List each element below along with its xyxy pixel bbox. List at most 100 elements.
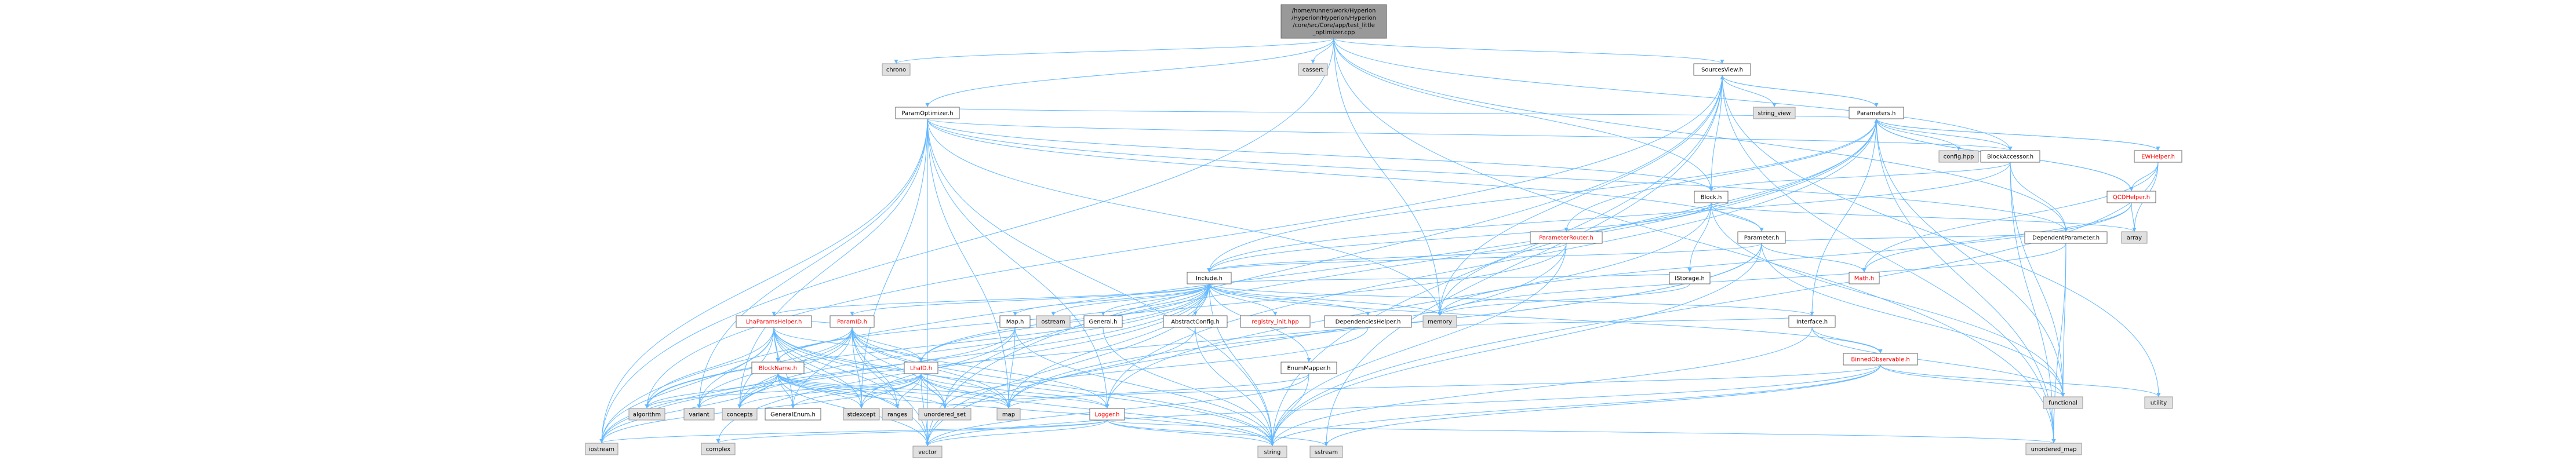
edge-paramid-to-blockname	[776, 327, 853, 363]
edge-root-to-sourcesview	[1333, 38, 1724, 64]
node-parameterrouter[interactable]: ParameterRouter.h	[1530, 231, 1603, 244]
edge-istorage-to-memory	[1438, 283, 1690, 316]
node-abstractconfig[interactable]: AbstractConfig.h	[1163, 315, 1228, 328]
node-root[interactable]: /home/runner/work/Hyperion/Hyperion/Hype…	[1280, 4, 1387, 39]
edge-lhaid-to-iostream	[599, 373, 922, 444]
node-general[interactable]: General.h	[1083, 315, 1123, 328]
node-math[interactable]: Math.h	[1849, 272, 1880, 284]
edge-interface-to-memory	[1438, 315, 1813, 328]
edge-paramoptimizer-to-parameter	[927, 118, 1764, 232]
node-box-sourcesview	[1693, 63, 1751, 76]
node-istorage[interactable]: IStorage.h	[1669, 272, 1711, 284]
node-string: string	[1257, 446, 1287, 458]
edge-paramid-to-generalenum	[791, 327, 853, 409]
node-algorithm: algorithm	[628, 408, 665, 421]
edge-paramid-to-ranges	[852, 327, 900, 409]
edge-parameters-to-config	[1876, 118, 1961, 151]
node-label-luaparamshelper: LhaParamsHelper.h	[746, 319, 802, 325]
edge-paramoptimizer-to-blockaccessor	[927, 118, 2013, 151]
edge-block-to-istorage	[1687, 202, 1712, 273]
edge-parameters-to-memory	[1438, 118, 1877, 316]
edge-enummapper-to-string	[1270, 373, 1309, 447]
node-box-abstractconfig	[1163, 315, 1228, 328]
edge-include-to-luaparamshelper	[772, 283, 1210, 316]
node-generalenum[interactable]: GeneralEnum.h	[765, 408, 821, 421]
node-box-stdexcept	[843, 408, 880, 421]
node-blockaccessor[interactable]: BlockAccessor.h	[1980, 150, 2040, 163]
node-binnedobservable[interactable]: BinnedObservable.h	[1843, 353, 1918, 366]
edge-blockname-to-variant	[697, 373, 778, 409]
node-box-generalenum	[765, 408, 821, 421]
node-dependentparameter[interactable]: DependentParameter.h	[2024, 231, 2108, 244]
node-label-generalenum: GeneralEnum.h	[770, 411, 816, 418]
edge-blockaccessor-to-unordered_map	[2010, 162, 2056, 444]
node-box-paramoptimizer	[895, 107, 960, 119]
node-label-binnedobservable: BinnedObservable.h	[1851, 356, 1909, 363]
edge-logger-to-unordered_map	[1107, 419, 2055, 444]
edge-parameter-to-math	[1761, 243, 1866, 273]
node-enummapper[interactable]: EnumMapper.h	[1280, 362, 1337, 374]
node-registry_init[interactable]: registry_init.hpp	[1240, 315, 1311, 328]
node-map_h[interactable]: Map.h	[999, 315, 1031, 328]
edge-include-to-map	[1006, 283, 1210, 409]
node-paramoptimizer[interactable]: ParamOptimizer.h	[895, 107, 960, 119]
node-box-iostream	[585, 443, 618, 455]
node-label-logger: Logger.h	[1094, 411, 1119, 418]
edge-binnedobservable-to-vector	[925, 364, 1881, 447]
edge-paramoptimizer-to-stdexcept	[859, 118, 928, 409]
edge-sourcesview-to-sstream	[1324, 75, 1723, 447]
node-box-paramid	[829, 315, 875, 328]
node-box-include	[1187, 272, 1232, 284]
node-block[interactable]: Block.h	[1694, 191, 1729, 203]
edge-dependencieshelper-to-unordered_set	[943, 327, 1369, 409]
node-luaparamshelper[interactable]: LhaParamsHelper.h	[736, 315, 812, 328]
node-lhaid[interactable]: LhaID.h	[904, 362, 938, 374]
node-parameter[interactable]: Parameter.h	[1737, 231, 1786, 244]
node-ranges: ranges	[882, 408, 913, 421]
node-ewhelper[interactable]: EWHelper.h	[2134, 150, 2182, 163]
node-label-concepts: concepts	[726, 411, 752, 418]
node-label-ostream: ostream	[1041, 319, 1065, 325]
node-box-concepts	[722, 408, 758, 421]
node-iostream: iostream	[585, 443, 618, 455]
node-box-variant	[683, 408, 715, 421]
node-logger[interactable]: Logger.h	[1089, 408, 1125, 421]
edge-sourcesview-to-utility	[1722, 75, 2161, 397]
node-label-sstream: sstream	[1315, 449, 1338, 455]
node-interface[interactable]: Interface.h	[1788, 315, 1836, 328]
edge-lhaid-to-generalenum	[791, 373, 922, 409]
edge-include-to-blockname	[776, 283, 1210, 363]
node-box-array	[2121, 231, 2148, 244]
node-parameters[interactable]: Parameters.h	[1849, 107, 1904, 119]
node-box-functional	[2043, 396, 2083, 409]
node-dependencieshelper[interactable]: DependenciesHelper.h	[1324, 315, 1412, 328]
edge-root-to-cassert	[1311, 38, 1334, 64]
node-label-complex: complex	[706, 446, 730, 452]
edge-ewhelper-to-qcdhelper	[2129, 162, 2159, 192]
node-variant: variant	[683, 408, 715, 421]
node-box-dependencieshelper	[1324, 315, 1412, 328]
edge-parameter-to-functional	[1761, 243, 2065, 397]
node-blockname[interactable]: BlockName.h	[751, 362, 805, 374]
node-qcdhelper[interactable]: QCDHelper.h	[2106, 191, 2156, 203]
node-sourcesview[interactable]: SourcesView.h	[1693, 63, 1751, 76]
edge-interface-to-include	[1207, 283, 1813, 316]
node-paramid[interactable]: ParamID.h	[829, 315, 875, 328]
node-box-ewhelper	[2134, 150, 2182, 163]
edge-blockname-to-logger	[777, 373, 1109, 409]
edge-parameters-to-unordered_set	[943, 118, 1877, 409]
node-box-blockname	[751, 362, 805, 374]
node-memory: memory	[1422, 315, 1457, 328]
node-ostream: ostream	[1036, 315, 1071, 328]
edge-paramid-to-algorithm	[645, 327, 853, 409]
edge-parameter-to-include	[1207, 243, 1762, 273]
node-include[interactable]: Include.h	[1187, 272, 1232, 284]
edge-parameters-to-blockaccessor	[1876, 118, 2013, 151]
edge-root-to-chrono	[894, 38, 1334, 64]
node-label-sourcesview: SourcesView.h	[1701, 67, 1743, 73]
node-box-map	[996, 408, 1021, 421]
edge-qcdhelper-to-math	[1862, 202, 2132, 273]
node-cassert: cassert	[1298, 63, 1328, 76]
node-label-string: string	[1264, 449, 1281, 455]
node-vector: vector	[912, 446, 943, 458]
